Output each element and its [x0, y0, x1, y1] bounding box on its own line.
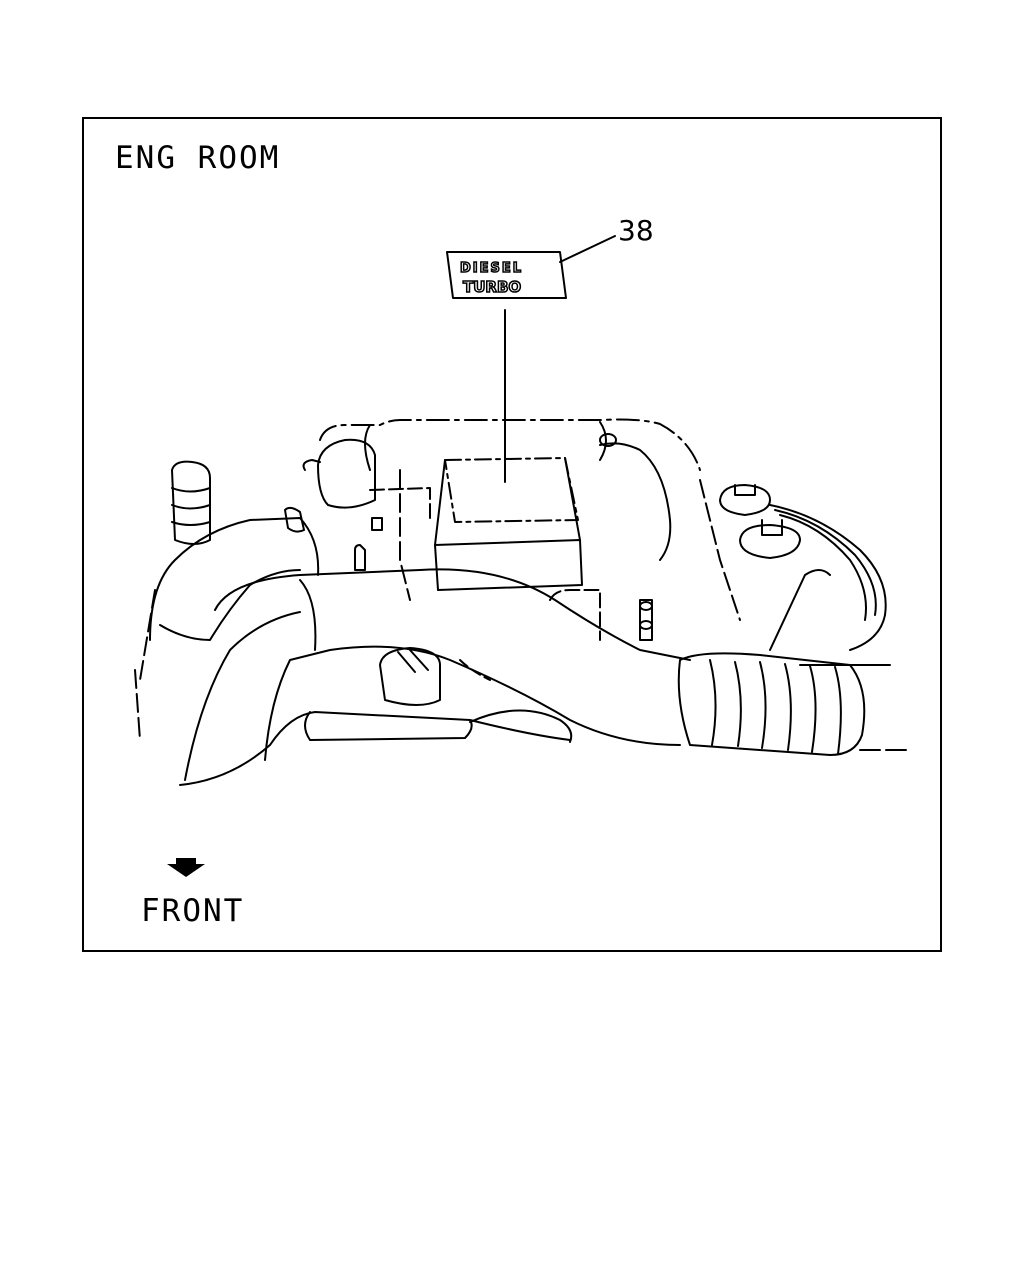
diagram-title: ENG ROOM	[115, 140, 281, 176]
small-bolt	[599, 433, 617, 447]
front-label: FRONT	[141, 893, 245, 929]
callout-number: 38	[618, 214, 654, 247]
left-post	[171, 460, 211, 545]
center-box	[444, 457, 579, 523]
svg-text:TURBO: TURBO	[463, 278, 521, 296]
upper-pipe	[319, 418, 701, 471]
wire-harness	[179, 711, 571, 786]
label-plate	[446, 251, 567, 299]
oil-cap	[379, 647, 441, 706]
corrugated-boot	[677, 652, 866, 756]
svg-text:DIESEL: DIESEL	[460, 261, 523, 276]
front-arrow-icon	[167, 858, 205, 877]
label-lettering: DIESEL TURBO	[459, 260, 523, 297]
diagram-frame	[82, 117, 942, 952]
right-post-lower	[739, 524, 801, 559]
callout-leader	[559, 235, 616, 263]
right-post-upper	[719, 484, 771, 516]
intake-hose	[149, 517, 320, 641]
right-cables	[769, 504, 887, 651]
main-hose	[214, 568, 691, 661]
